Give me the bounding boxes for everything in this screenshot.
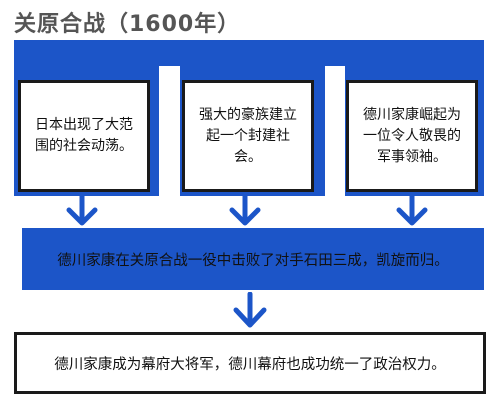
cause-text-1: 日本出现了大范围的社会动荡。 bbox=[35, 117, 133, 154]
cause-box-2: 强大的豪族建立起一个封建社会。 bbox=[182, 80, 314, 192]
cause-text-2: 强大的豪族建立起一个封建社会。 bbox=[199, 106, 297, 165]
outcome-box: 德川家康成为幕府大将军，德川幕府也成功统一了政治权力。 bbox=[14, 332, 486, 394]
arrow-down-icon bbox=[396, 194, 428, 226]
cause-box-3: 德川家康崛起为一位令人敬畏的军事领袖。 bbox=[346, 80, 478, 192]
outcome-text: 德川家康成为幕府大将军，德川幕府也成功统一了政治权力。 bbox=[54, 356, 446, 373]
result-text: 德川家康在关原合战一役中击败了对手石田三成，凯旋而归。 bbox=[57, 252, 449, 269]
cause-box-1: 日本出现了大范围的社会动荡。 bbox=[18, 80, 150, 192]
diagram-title: 关原合战（1600年） bbox=[14, 12, 241, 37]
cause-text-3: 德川家康崛起为一位令人敬畏的军事领袖。 bbox=[363, 106, 461, 165]
result-band: 德川家康在关原合战一役中击败了对手石田三成，凯旋而归。 bbox=[22, 228, 484, 290]
arrow-down-icon bbox=[66, 194, 98, 226]
top-band bbox=[14, 40, 484, 66]
arrow-down-icon bbox=[233, 292, 267, 328]
arrow-down-icon bbox=[229, 194, 261, 226]
